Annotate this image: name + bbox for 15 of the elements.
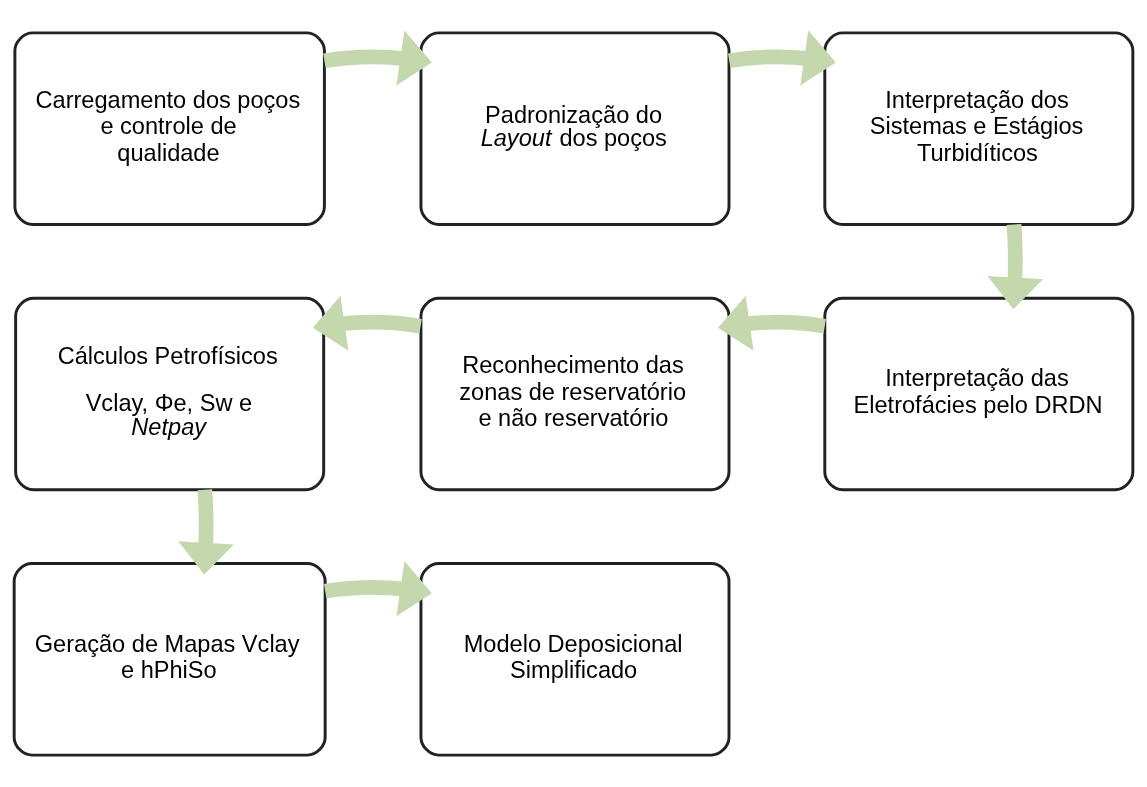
arrow [718, 295, 826, 351]
arrow [178, 488, 234, 575]
arrow [323, 29, 432, 86]
arrow [324, 560, 432, 616]
node-box: Carregamento dos poços e controle de qualidade [13, 30, 326, 226]
node-box: Cálculos Petrofísicos Vclay, Φe, Sw e Netpay [14, 296, 326, 491]
node-box: Padronização do Layout dos poços [419, 30, 731, 226]
node-box: Geração de Mapas Vclay e hPhiSo [12, 561, 327, 757]
node-box: Reconhecimento das zonas de reservatório e não reservatório [419, 296, 731, 491]
arrow [728, 29, 836, 85]
arrow [987, 223, 1043, 309]
node-box: Interpretação dos Sistemas e Estágios Turbidíticos [823, 30, 1135, 226]
arrow [312, 295, 422, 351]
node-box: Modelo Deposicional Simplificado [419, 561, 731, 757]
node-box: Interpretação das Eletrofácies pelo DRDN [823, 296, 1135, 491]
